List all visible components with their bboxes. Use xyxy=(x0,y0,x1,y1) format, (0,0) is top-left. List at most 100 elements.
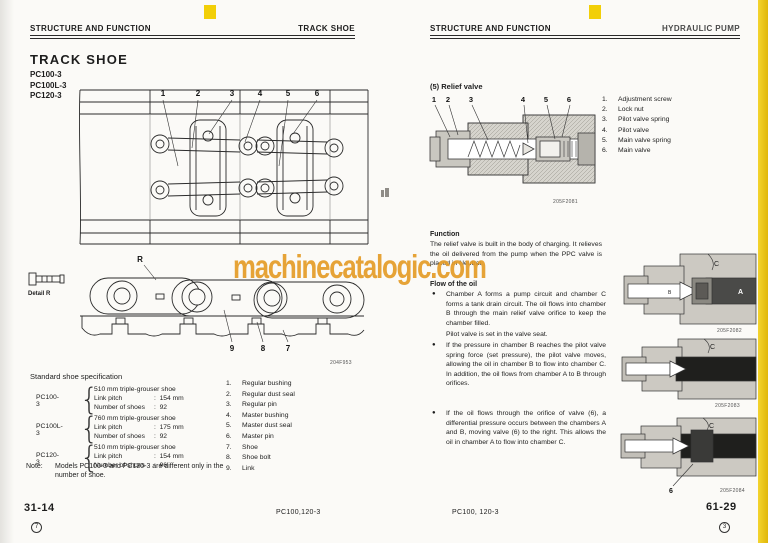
page-edge-shade xyxy=(0,0,14,543)
left-header-left: STRUCTURE AND FUNCTION xyxy=(30,24,151,33)
part-label: Main valve xyxy=(618,147,651,154)
right-header-right: HYDRAULIC PUMP xyxy=(661,24,740,33)
left-footer-model: PC100,120-3 xyxy=(276,509,321,516)
figure-number-2082: 205F2082 xyxy=(717,328,742,334)
relief-valve-diagram: 1 2 3 4 5 6 xyxy=(429,95,596,184)
spec-model: PC100-3 xyxy=(36,394,60,408)
model-item: PC120-3 xyxy=(30,91,62,100)
flow-bullet-1: Chamber A forms a pump circuit and chamb… xyxy=(446,291,606,339)
track-side-diagram: R 9 8 7 xyxy=(80,255,365,353)
spec-pitch-row: Link pitch: 154 mm xyxy=(94,395,184,402)
spine-mark xyxy=(381,190,384,197)
part-label: Pilot valve xyxy=(618,126,649,134)
track-plan-diagram: 1 2 3 4 5 6 xyxy=(78,89,369,245)
right-footer-model: PC100, 120-3 xyxy=(452,509,499,516)
left-page-revision: 7 xyxy=(31,522,42,533)
chamber-b-label: B xyxy=(668,290,672,296)
note-text: Models PC100-3 and PC120-3 are different… xyxy=(55,463,224,479)
flow-title: Flow of the oil xyxy=(430,281,478,288)
left-page-number: 31-14 xyxy=(24,502,55,514)
flow-bullet-3: If the oil flows through the orifice of … xyxy=(446,410,606,446)
valve-callout-5: 5 xyxy=(544,95,548,104)
part-label: Regular pin xyxy=(242,401,277,409)
valve-callout-6: 6 xyxy=(567,95,571,104)
yellow-tab-left xyxy=(204,5,216,19)
right-header-left: STRUCTURE AND FUNCTION xyxy=(430,24,551,33)
right-header-rule xyxy=(430,35,740,39)
model-item: PC100L-3 xyxy=(30,80,67,90)
plan-callout-3: 3 xyxy=(230,89,235,98)
function-title: Function xyxy=(430,231,460,238)
detail-r-caption: Detail R xyxy=(28,291,51,297)
part-label: Main valve spring xyxy=(618,136,671,144)
part-label: Master bushing xyxy=(242,411,289,419)
spec-model: PC120-3 xyxy=(36,452,60,466)
valve-callout-4: 4 xyxy=(521,95,526,104)
right-page-number: 61-29 xyxy=(706,501,737,513)
chamber-c-label: C xyxy=(714,261,719,268)
figure-number-2084: 205F2084 xyxy=(720,488,745,494)
part-label: Lock nut xyxy=(618,106,644,114)
note-label: Note: xyxy=(26,463,43,470)
spec-pitch-row: Link pitch: 175 mm xyxy=(94,424,184,431)
spec-shoes-row: Number of shoes: 96 xyxy=(94,462,168,469)
part-label: Shoe xyxy=(242,443,258,451)
side-callout-7: 7 xyxy=(286,344,291,353)
right-page-revision: 3 xyxy=(719,522,730,533)
left-page-title: TRACK SHOE xyxy=(30,52,128,67)
left-header-rule xyxy=(30,35,355,39)
right-page-header: STRUCTURE AND FUNCTION HYDRAULIC PUMP xyxy=(430,24,740,33)
plan-callout-1: 1 xyxy=(161,89,166,98)
plan-callout-5: 5 xyxy=(286,89,291,98)
figure-number-2083: 205F2083 xyxy=(715,403,740,409)
model-list: PC100-3 PC100L-3 PC120-3 xyxy=(30,70,66,102)
spec-brace: { xyxy=(80,381,99,417)
valve-callout-1: 1 xyxy=(432,95,436,104)
bullet-icon: ● xyxy=(432,342,436,348)
figure-number-left: 204F953 xyxy=(330,360,352,366)
plan-callout-2: 2 xyxy=(196,89,201,98)
side-callout-9: 9 xyxy=(230,344,235,353)
function-text: The relief valve is built in the body of… xyxy=(430,241,602,268)
detail-r-label: R xyxy=(137,255,143,264)
spec-shoe: 760 mm triple-grouser shoe xyxy=(94,415,176,422)
chamber-a-label: A xyxy=(738,289,743,296)
side-callout-8: 8 xyxy=(261,344,266,353)
fig3-callout-6: 6 xyxy=(669,488,673,494)
model-item: PC100-3 xyxy=(30,70,62,79)
bullet-icon: ● xyxy=(432,291,436,297)
figure-number-2081: 205F2081 xyxy=(553,199,578,205)
part-label: Regular dust seal xyxy=(242,390,295,398)
yellow-edge-strip xyxy=(758,0,768,543)
flow-figure-2: C xyxy=(621,338,757,400)
watermark-text: machinecatalogic.com xyxy=(233,248,487,285)
chamber-c-label: C xyxy=(709,423,714,430)
flow-bullet-1-extra: Pilot valve is set in the valve seat. xyxy=(446,331,548,339)
plan-callout-6: 6 xyxy=(315,89,320,98)
bullet-icon: ● xyxy=(432,410,436,416)
spec-shoe: 510 mm triple-grouser shoe xyxy=(94,444,176,451)
spec-shoes-row: Number of shoes: 92 xyxy=(94,404,168,411)
spec-shoes-row: Number of shoes: 92 xyxy=(94,433,168,440)
valve-callout-2: 2 xyxy=(446,95,450,104)
detail-r-bolt-figure xyxy=(28,272,65,286)
relief-valve-section-label: (5) Relief valve xyxy=(430,82,483,91)
flow-figure-3: C 6 xyxy=(620,417,757,494)
spec-brace: { xyxy=(80,410,99,446)
spine-mark xyxy=(385,188,389,197)
left-header-right: TRACK SHOE xyxy=(298,24,355,33)
spec-title: Standard shoe specification xyxy=(30,372,123,381)
flow-figure-1: C B A xyxy=(623,253,757,325)
part-label: Adjustment screw xyxy=(618,96,672,103)
valve-callout-3: 3 xyxy=(469,95,473,104)
spec-shoe: 510 mm triple-grouser shoe xyxy=(94,386,176,393)
spec-pitch-row: Link pitch: 154 mm xyxy=(94,453,184,460)
flow-bullet-2: If the pressure in chamber B reaches the… xyxy=(446,342,606,388)
yellow-tab-right xyxy=(589,5,601,19)
spec-brace: { xyxy=(80,439,99,475)
part-label: Regular bushing xyxy=(242,380,292,387)
part-label: Link xyxy=(242,464,255,472)
plan-callout-4: 4 xyxy=(258,89,263,98)
part-label: Pilot valve spring xyxy=(618,116,670,124)
